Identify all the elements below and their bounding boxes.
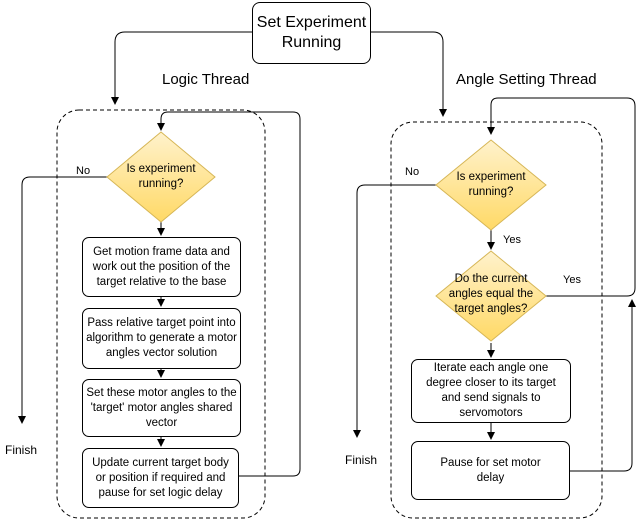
- angle-finish-label: Finish: [345, 453, 378, 467]
- logic-decision-diamond: [106, 131, 216, 223]
- logic-step-pass-target-point: Pass relative target point into algorith…: [82, 308, 241, 369]
- logic-decision-text: Is experiment running?: [126, 163, 196, 190]
- angle-decision1-diamond: [435, 139, 547, 231]
- logic-finish-label: Finish: [5, 443, 38, 457]
- angle-decision2-text: Do the current angles equal the target a…: [448, 272, 534, 315]
- start-box: Set Experiment Running: [252, 2, 371, 64]
- logic-thread-title: Logic Thread: [162, 71, 250, 88]
- connector-start-to-logic: [111, 31, 252, 105]
- logic-step-set-motor-angles: Set these motor angles to the 'target' m…: [82, 379, 241, 437]
- connector-logic-decision-no: [18, 176, 107, 424]
- angle-decision2-diamond: [435, 250, 547, 342]
- connector-logic-loop-back: [157, 111, 301, 477]
- logic-step-update-target: Update current target body or position i…: [82, 448, 239, 508]
- angle-yes-label-2: Yes: [563, 274, 581, 286]
- angle-no-label: No: [405, 166, 420, 178]
- angle-step-pause-motor-delay: Pause for set motor delay: [411, 441, 570, 500]
- connector-start-to-angle: [371, 31, 447, 117]
- connector-angle-step2-loop-back: [570, 299, 636, 472]
- logic-step-get-motion-frame: Get motion frame data and work out the p…: [82, 237, 241, 297]
- angle-decision1-text: Is experiment running?: [456, 171, 526, 198]
- start-box-label: Set Experiment Running: [256, 14, 367, 51]
- angle-thread-title: Angle Setting Thread: [456, 71, 597, 88]
- angle-yes-label-1: Yes: [503, 234, 521, 246]
- angle-step-iterate-angles: Iterate each angle one degree closer to …: [411, 359, 571, 423]
- connector-angle-yes-loop-back: [487, 97, 636, 297]
- logic-no-label: No: [76, 165, 91, 177]
- connector-angle-decision-no: [353, 184, 436, 438]
- logic-thread-container: [56, 109, 266, 519]
